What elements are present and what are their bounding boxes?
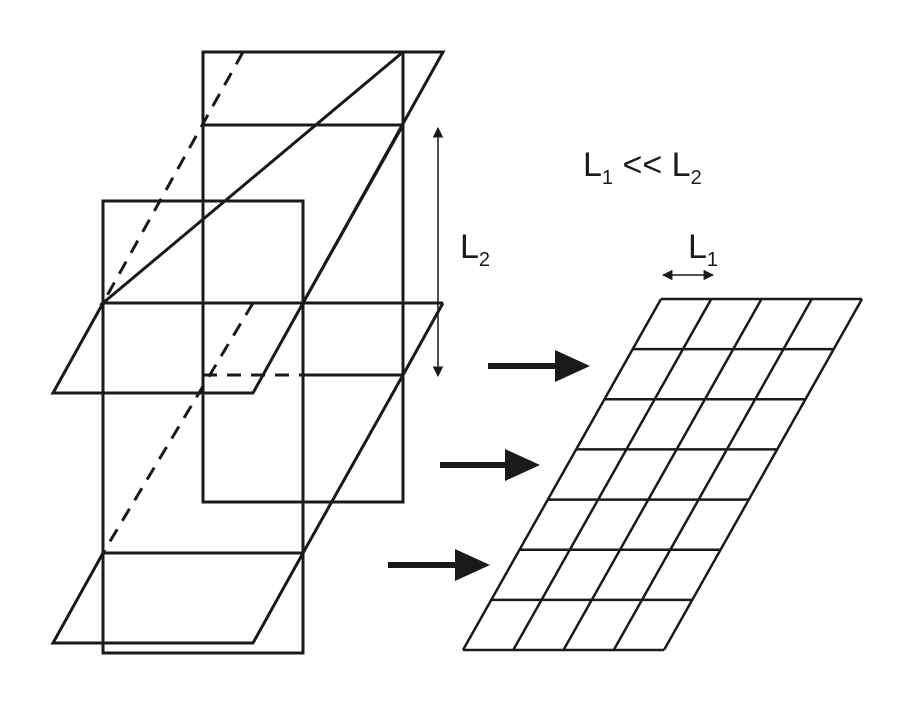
l1-label: L1: [688, 228, 718, 271]
grid-column-line: [461, 298, 663, 651]
scale-relation-label: L1 << L2: [583, 146, 702, 189]
arrow-head-2: [505, 449, 540, 481]
slant-edge-upper: [301, 124, 405, 304]
grid-column-line: [612, 298, 813, 651]
slab-slant-right: [401, 302, 445, 376]
transform-arrows: [388, 350, 590, 581]
stacked-planes-group: [50, 50, 446, 655]
grid-column-line: [562, 298, 763, 651]
slant-edge-lower: [301, 374, 405, 554]
top-slanted-plane: [98, 50, 446, 305]
grid-column-line: [662, 298, 864, 651]
bottom-horizontal-slab: [50, 551, 306, 645]
l2-label: L2: [460, 228, 490, 271]
slanted-grid-mesh: [461, 297, 864, 652]
hidden-edge-top: [101, 51, 245, 304]
grid-column-line: [512, 298, 713, 651]
middle-horizontal-slab: [50, 301, 306, 395]
arrow-head-1: [555, 350, 590, 382]
hidden-diag-middle: [101, 302, 255, 554]
arrow-head-3: [455, 549, 490, 581]
